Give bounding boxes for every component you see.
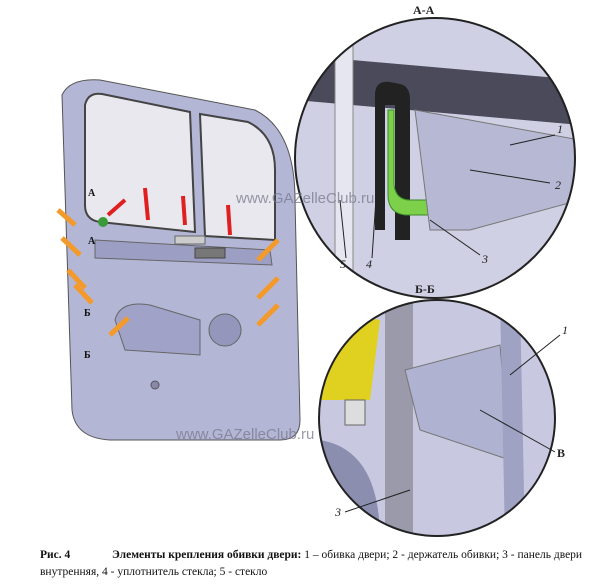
cut-label-b-top: Б: [84, 308, 91, 319]
cut-label-a-bottom: А: [88, 236, 96, 247]
caption-title: Элементы крепления обивки двери:: [112, 549, 302, 561]
callout-b-3: 3: [335, 505, 341, 519]
cut-label-b-bottom: Б: [84, 350, 91, 361]
callout-b-v: В: [557, 446, 566, 460]
callout-4: 4: [366, 257, 372, 271]
watermark-top: www.GAZelleClub.ru: [236, 190, 375, 207]
section-a-title: А-А: [413, 3, 435, 17]
callout-5: 5: [340, 257, 346, 271]
cut-label-a-top: А: [88, 188, 96, 199]
window-left: [84, 92, 197, 234]
watermark-bottom: www.GAZelleClub.ru: [176, 426, 315, 443]
section-b-title: Б-Б: [415, 282, 435, 296]
callout-1: 1: [557, 122, 563, 136]
figure-caption: Рис. 4 Элементы крепления обивки двери: …: [40, 547, 600, 581]
section-b-view: [319, 300, 555, 536]
caption-text: 1 – обивка двери; 2 - держатель обивки; …: [40, 549, 583, 578]
callout-3: 3: [482, 252, 488, 266]
clip-arrows: [106, 187, 232, 236]
fastener-arrows: [56, 208, 280, 337]
callout-2: 2: [555, 178, 561, 192]
figure-number: Рис. 4: [40, 549, 71, 561]
section-a-view: [295, 18, 575, 298]
callout-b-1: 1: [562, 323, 568, 337]
window-right: [198, 112, 276, 242]
